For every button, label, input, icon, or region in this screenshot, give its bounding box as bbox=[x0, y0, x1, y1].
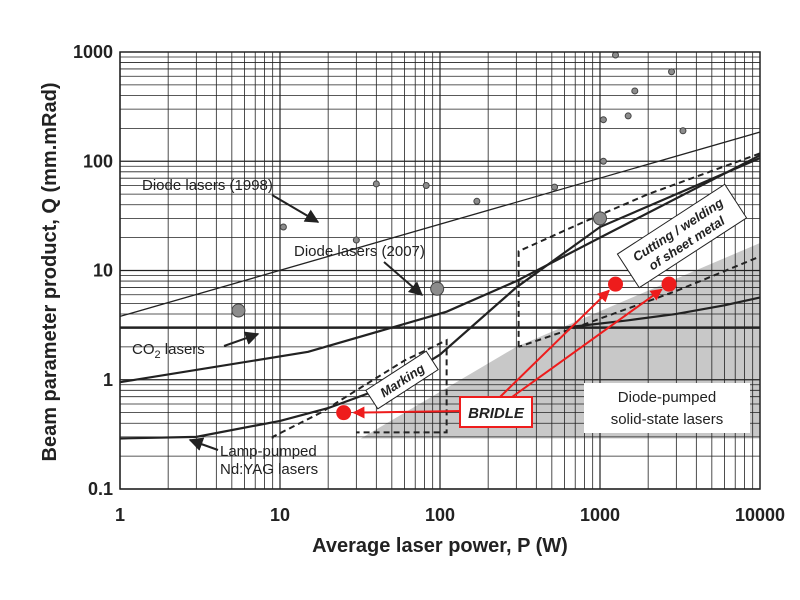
scatter-points bbox=[231, 51, 687, 318]
label-diode-pumped-2: solid-state lasers bbox=[611, 411, 724, 428]
scatter-point bbox=[668, 68, 676, 76]
bridle-arrow bbox=[352, 406, 463, 419]
bridle-arrow bbox=[499, 289, 610, 398]
x-tick-label: 10 bbox=[270, 505, 290, 525]
x-tick-label: 1000 bbox=[580, 505, 620, 525]
y-tick-label: 1 bbox=[103, 370, 113, 390]
scatter-point bbox=[473, 197, 481, 205]
bridle-point bbox=[336, 405, 352, 421]
plot-frame bbox=[119, 51, 761, 490]
scatter-point bbox=[599, 157, 607, 165]
series-line-diode-1998 bbox=[120, 131, 760, 318]
series-line-diode-pumped bbox=[564, 296, 760, 329]
scatter-point bbox=[612, 51, 620, 59]
arrow-co2 bbox=[223, 331, 260, 347]
scatter-point bbox=[551, 183, 559, 191]
bridle-group bbox=[336, 276, 677, 421]
scatter-point bbox=[372, 180, 380, 188]
label-bridle: BRIDLE bbox=[468, 405, 525, 422]
label-diode-1998: Diode lasers (1998) bbox=[142, 177, 273, 194]
label-diode-2007: Diode lasers (2007) bbox=[294, 243, 425, 260]
series-line-diode-2007 bbox=[120, 154, 760, 384]
bridle-point bbox=[608, 276, 624, 292]
label-diode-pumped-1: Diode-pumped bbox=[618, 389, 716, 406]
x-axis-title: Average laser power, P (W) bbox=[312, 535, 568, 557]
scatter-point bbox=[231, 303, 246, 318]
marking-region bbox=[271, 338, 448, 439]
x-tick-labels: 1 10 100 1000 10000 bbox=[115, 505, 785, 525]
y-tick-label: 100 bbox=[83, 151, 113, 171]
scatter-point bbox=[279, 223, 287, 231]
dashed-regions bbox=[271, 152, 760, 439]
scatter-point bbox=[679, 127, 687, 135]
y-tick-label: 10 bbox=[93, 261, 113, 281]
x-tick-label: 1 bbox=[115, 505, 125, 525]
label-co2: CO2 lasers bbox=[132, 341, 205, 361]
x-tick-label: 10000 bbox=[735, 505, 785, 525]
arrow-diode-1998 bbox=[271, 194, 320, 223]
scatter-point bbox=[422, 181, 430, 189]
scatter-point bbox=[352, 236, 360, 244]
y-tick-labels: 0.1 1 10 100 1000 bbox=[73, 42, 113, 499]
diode-pumped-label-box bbox=[584, 383, 750, 433]
y-tick-label: 0.1 bbox=[88, 479, 113, 499]
label-lamp-pumped: Lamp-pumped bbox=[220, 443, 317, 460]
x-tick-label: 100 bbox=[425, 505, 455, 525]
arrow-lamp bbox=[188, 437, 219, 451]
bridle-arrow bbox=[511, 288, 663, 398]
arrow-diode-2007 bbox=[383, 261, 424, 296]
bridle-label-box bbox=[459, 396, 533, 428]
scatter-point bbox=[593, 211, 607, 226]
scatter-point bbox=[624, 112, 632, 120]
y-axis-title: Beam parameter product, Q (mm.mRad) bbox=[39, 83, 61, 462]
scatter-point bbox=[430, 281, 445, 296]
scatter-point bbox=[599, 116, 607, 124]
bridle-point bbox=[661, 276, 677, 292]
scatter-point bbox=[631, 87, 639, 95]
label-ndyag: Nd:YAG lasers bbox=[220, 461, 318, 478]
y-tick-label: 1000 bbox=[73, 42, 113, 62]
